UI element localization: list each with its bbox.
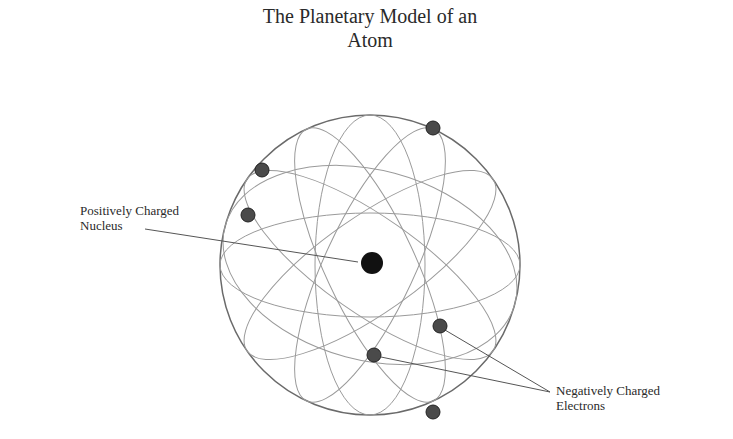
part-label: Negatively Charged Electrons (556, 383, 696, 413)
leader-line (381, 357, 550, 392)
orbit (220, 140, 521, 391)
electron (426, 405, 440, 419)
electron (255, 163, 269, 177)
electron (241, 208, 255, 222)
orbit (266, 110, 474, 420)
orbit (220, 140, 521, 391)
diagram-title: The Planetary Model of an Atom (250, 4, 490, 52)
electron-group (241, 121, 447, 419)
orbit (220, 213, 520, 317)
orbit (201, 134, 540, 395)
leader-line (445, 330, 550, 392)
part-label: Positively Charged Nucleus (80, 203, 215, 233)
atom-sphere (220, 115, 520, 415)
orbit (315, 115, 425, 415)
nucleus (361, 252, 383, 274)
electron (426, 121, 440, 135)
orbit-group (201, 110, 540, 420)
electron (367, 348, 381, 362)
leader-line (145, 229, 358, 262)
electron (433, 319, 447, 333)
orbit (266, 110, 474, 420)
